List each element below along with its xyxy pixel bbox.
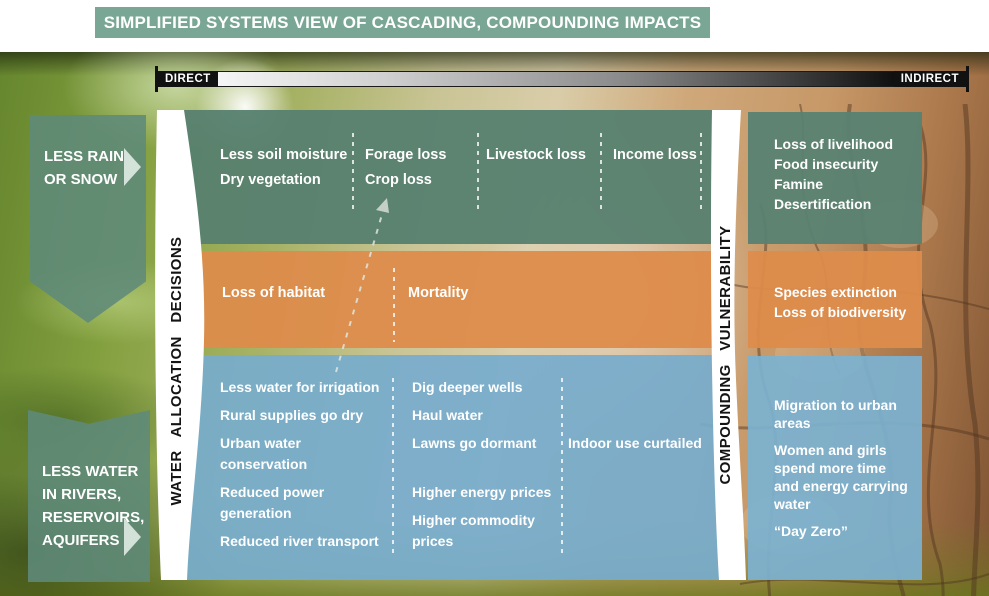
impact-line: Reduced river transport: [220, 533, 379, 549]
dashed-separator: [352, 133, 354, 213]
compounding-vulnerability-label: COMPOUNDING VULNERABILITY: [717, 225, 734, 485]
impact-line: Income loss: [613, 147, 697, 163]
driver-label: LESS RAIN OR SNOW: [44, 145, 124, 191]
impact-line: Indoor use curtailed: [568, 435, 702, 451]
outcome-line: spend more time: [774, 460, 887, 476]
outcomes-ecosystems-box: Species extinction Loss of biodiversity: [748, 251, 922, 348]
impact-line: Urban water: [220, 435, 301, 451]
outcome-line: Loss of livelihood: [774, 136, 894, 152]
impact-line: Mortality: [408, 285, 469, 301]
driver-less-water-rivers: LESS WATER IN RIVERS, RESERVOIRS, AQUIFE…: [28, 410, 150, 582]
outcome-line: Desertification: [774, 196, 872, 212]
impact-line: Dry vegetation: [220, 172, 321, 188]
outcome-line: and energy carrying: [774, 478, 908, 494]
title-banner: SIMPLIFIED SYSTEMS VIEW OF CASCADING, CO…: [95, 7, 710, 38]
driver-label: LESS WATER IN RIVERS, RESERVOIRS, AQUIFE…: [42, 460, 144, 552]
axis-bar: DIRECT INDIRECT: [158, 71, 966, 87]
dashed-separator: [393, 268, 395, 342]
ecosystems-col-1: Loss of habitat: [222, 281, 325, 306]
axis-tick-left: [155, 66, 158, 92]
dashed-separator: [477, 133, 479, 213]
impact-line: Rural supplies go dry: [220, 407, 364, 423]
agriculture-col-2: Forage loss Crop loss: [365, 143, 446, 193]
band-water-supply: [170, 355, 726, 580]
driver-line: LESS RAIN: [44, 148, 125, 165]
impact-line: conservation: [220, 456, 308, 472]
impact-line: Lawns go dormant: [412, 435, 537, 451]
driver-line: AQUIFERS: [42, 532, 120, 549]
outcome-lines: Loss of livelihood Food insecurity Famin…: [774, 134, 893, 214]
ecosystems-col-2: Mortality: [408, 281, 468, 306]
water-supply-col-1: Less water for irrigation Rural supplies…: [220, 377, 379, 559]
impact-line: Haul water: [412, 407, 483, 423]
outcome-item: Women and girls spend more time and ener…: [774, 441, 908, 513]
driver-line: OR SNOW: [44, 171, 118, 188]
impact-line: prices: [412, 533, 454, 549]
outcome-line: “Day Zero”: [774, 523, 848, 539]
arrow-right-icon: [124, 148, 141, 186]
page-title: SIMPLIFIED SYSTEMS VIEW OF CASCADING, CO…: [103, 12, 702, 32]
impact-line: Less water for irrigation: [220, 379, 380, 395]
driver-less-rain-or-snow: LESS RAIN OR SNOW: [30, 115, 146, 323]
outcome-lines: Migration to urban areas Women and girls…: [774, 396, 908, 549]
outcome-item: Migration to urban areas: [774, 396, 908, 432]
outcomes-agriculture-box: Loss of livelihood Food insecurity Famin…: [748, 112, 922, 244]
impact-line: Less soil moisture: [220, 147, 348, 163]
outcome-line: Famine: [774, 176, 824, 192]
impact-line: Dig deeper wells: [412, 379, 523, 395]
driver-line: LESS WATER: [42, 463, 139, 480]
water-allocation-decisions-label: WATER ALLOCATION DECISIONS: [168, 236, 185, 506]
impact-item: Lawns go dormant: [412, 433, 551, 454]
indirect-label: INDIRECT: [893, 71, 966, 87]
impact-item: Urban water conservation: [220, 433, 379, 475]
impact-line: Livestock loss: [486, 147, 586, 163]
impact-line: Higher energy prices: [412, 484, 552, 500]
outcome-line: Species extinction: [774, 284, 897, 300]
impact-line: Reduced power: [220, 484, 325, 500]
impact-line: Higher commodity: [412, 512, 535, 528]
axis-gradient-bar: [217, 71, 894, 87]
axis-tick-right: [966, 66, 969, 92]
outcome-line: areas: [774, 415, 811, 431]
impact-item: Reduced power generation: [220, 482, 379, 524]
impact-item: Less water for irrigation: [220, 377, 379, 398]
impact-item: Higher commodity prices: [412, 510, 551, 552]
dashed-separator: [700, 133, 702, 213]
impact-item: Indoor use curtailed: [568, 433, 702, 454]
agriculture-col-3: Livestock loss: [486, 143, 586, 168]
impact-item: Haul water: [412, 405, 551, 426]
outcome-lines: Species extinction Loss of biodiversity: [774, 282, 906, 322]
dashed-separator: [600, 133, 602, 213]
outcome-item: “Day Zero”: [774, 522, 908, 540]
impact-item: Rural supplies go dry: [220, 405, 379, 426]
agriculture-col-1: Less soil moisture Dry vegetation: [220, 143, 347, 193]
impact-item: Dig deeper wells: [412, 377, 551, 398]
direct-label: DIRECT: [158, 71, 218, 87]
impact-item: Higher energy prices: [412, 482, 551, 503]
impact-line: Loss of habitat: [222, 285, 326, 301]
driver-line: IN RIVERS,: [42, 486, 122, 503]
outcome-line: water: [774, 496, 811, 512]
outcome-line: Loss of biodiversity: [774, 304, 907, 320]
impact-line: generation: [220, 505, 292, 521]
dashed-separator: [561, 378, 563, 556]
outcome-line: Migration to urban: [774, 397, 897, 413]
arrow-right-icon: [124, 518, 141, 556]
outcomes-water-supply-box: Migration to urban areas Women and girls…: [748, 356, 922, 580]
water-supply-col-2: Dig deeper wells Haul water Lawns go dor…: [412, 377, 551, 559]
agriculture-col-4: Income loss: [613, 143, 697, 168]
impact-item: Reduced river transport: [220, 531, 379, 552]
direct-indirect-axis: DIRECT INDIRECT: [155, 66, 969, 92]
band-ecosystems: [170, 251, 726, 348]
impact-line: Forage loss: [365, 147, 447, 163]
impact-line: Crop loss: [365, 172, 432, 188]
outcome-line: Food insecurity: [774, 156, 879, 172]
driver-line: RESERVOIRS,: [42, 509, 145, 526]
water-supply-col-3: Indoor use curtailed: [568, 433, 702, 461]
outcome-line: Women and girls: [774, 442, 887, 458]
dashed-separator: [392, 378, 394, 556]
band-agriculture: [170, 110, 726, 244]
